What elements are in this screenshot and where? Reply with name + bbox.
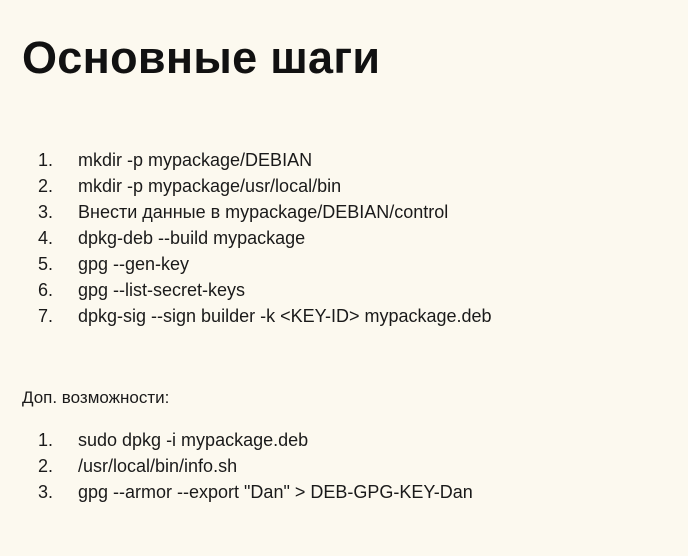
list-item-text: mkdir -p mypackage/DEBIAN [78, 150, 313, 170]
list-item-number: 1. [38, 430, 54, 450]
slide-title: Основные шаги [22, 32, 381, 83]
list-item-number: 3. [38, 202, 54, 222]
extras-heading: Доп. возможности: [22, 388, 170, 407]
list-item-number: 3. [38, 482, 54, 502]
list-item-number: 5. [38, 254, 54, 274]
list-item-text: gpg --list-secret-keys [78, 280, 246, 300]
list-item-number: 4. [38, 228, 54, 248]
list-item-number: 2. [38, 176, 54, 196]
list-item-number: 2. [38, 456, 54, 476]
list-item-text: dpkg-deb --build mypackage [78, 228, 306, 248]
list-item-text: gpg --gen-key [78, 254, 190, 274]
list-item-text: Внести данные в mypackage/DEBIAN/control [78, 202, 449, 222]
list-item-number: 1. [38, 150, 54, 170]
list-item-text: sudo dpkg -i mypackage.deb [78, 430, 309, 450]
list-item-text: mkdir -p mypackage/usr/local/bin [78, 176, 342, 196]
list-item-text: dpkg-sig --sign builder -k <KEY-ID> mypa… [78, 306, 492, 326]
list-item-number: 7. [38, 306, 54, 326]
list-item-number: 6. [38, 280, 54, 300]
list-item-text: gpg --armor --export "Dan" > DEB-GPG-KEY… [78, 482, 473, 502]
list-item-text: /usr/local/bin/info.sh [78, 456, 238, 476]
